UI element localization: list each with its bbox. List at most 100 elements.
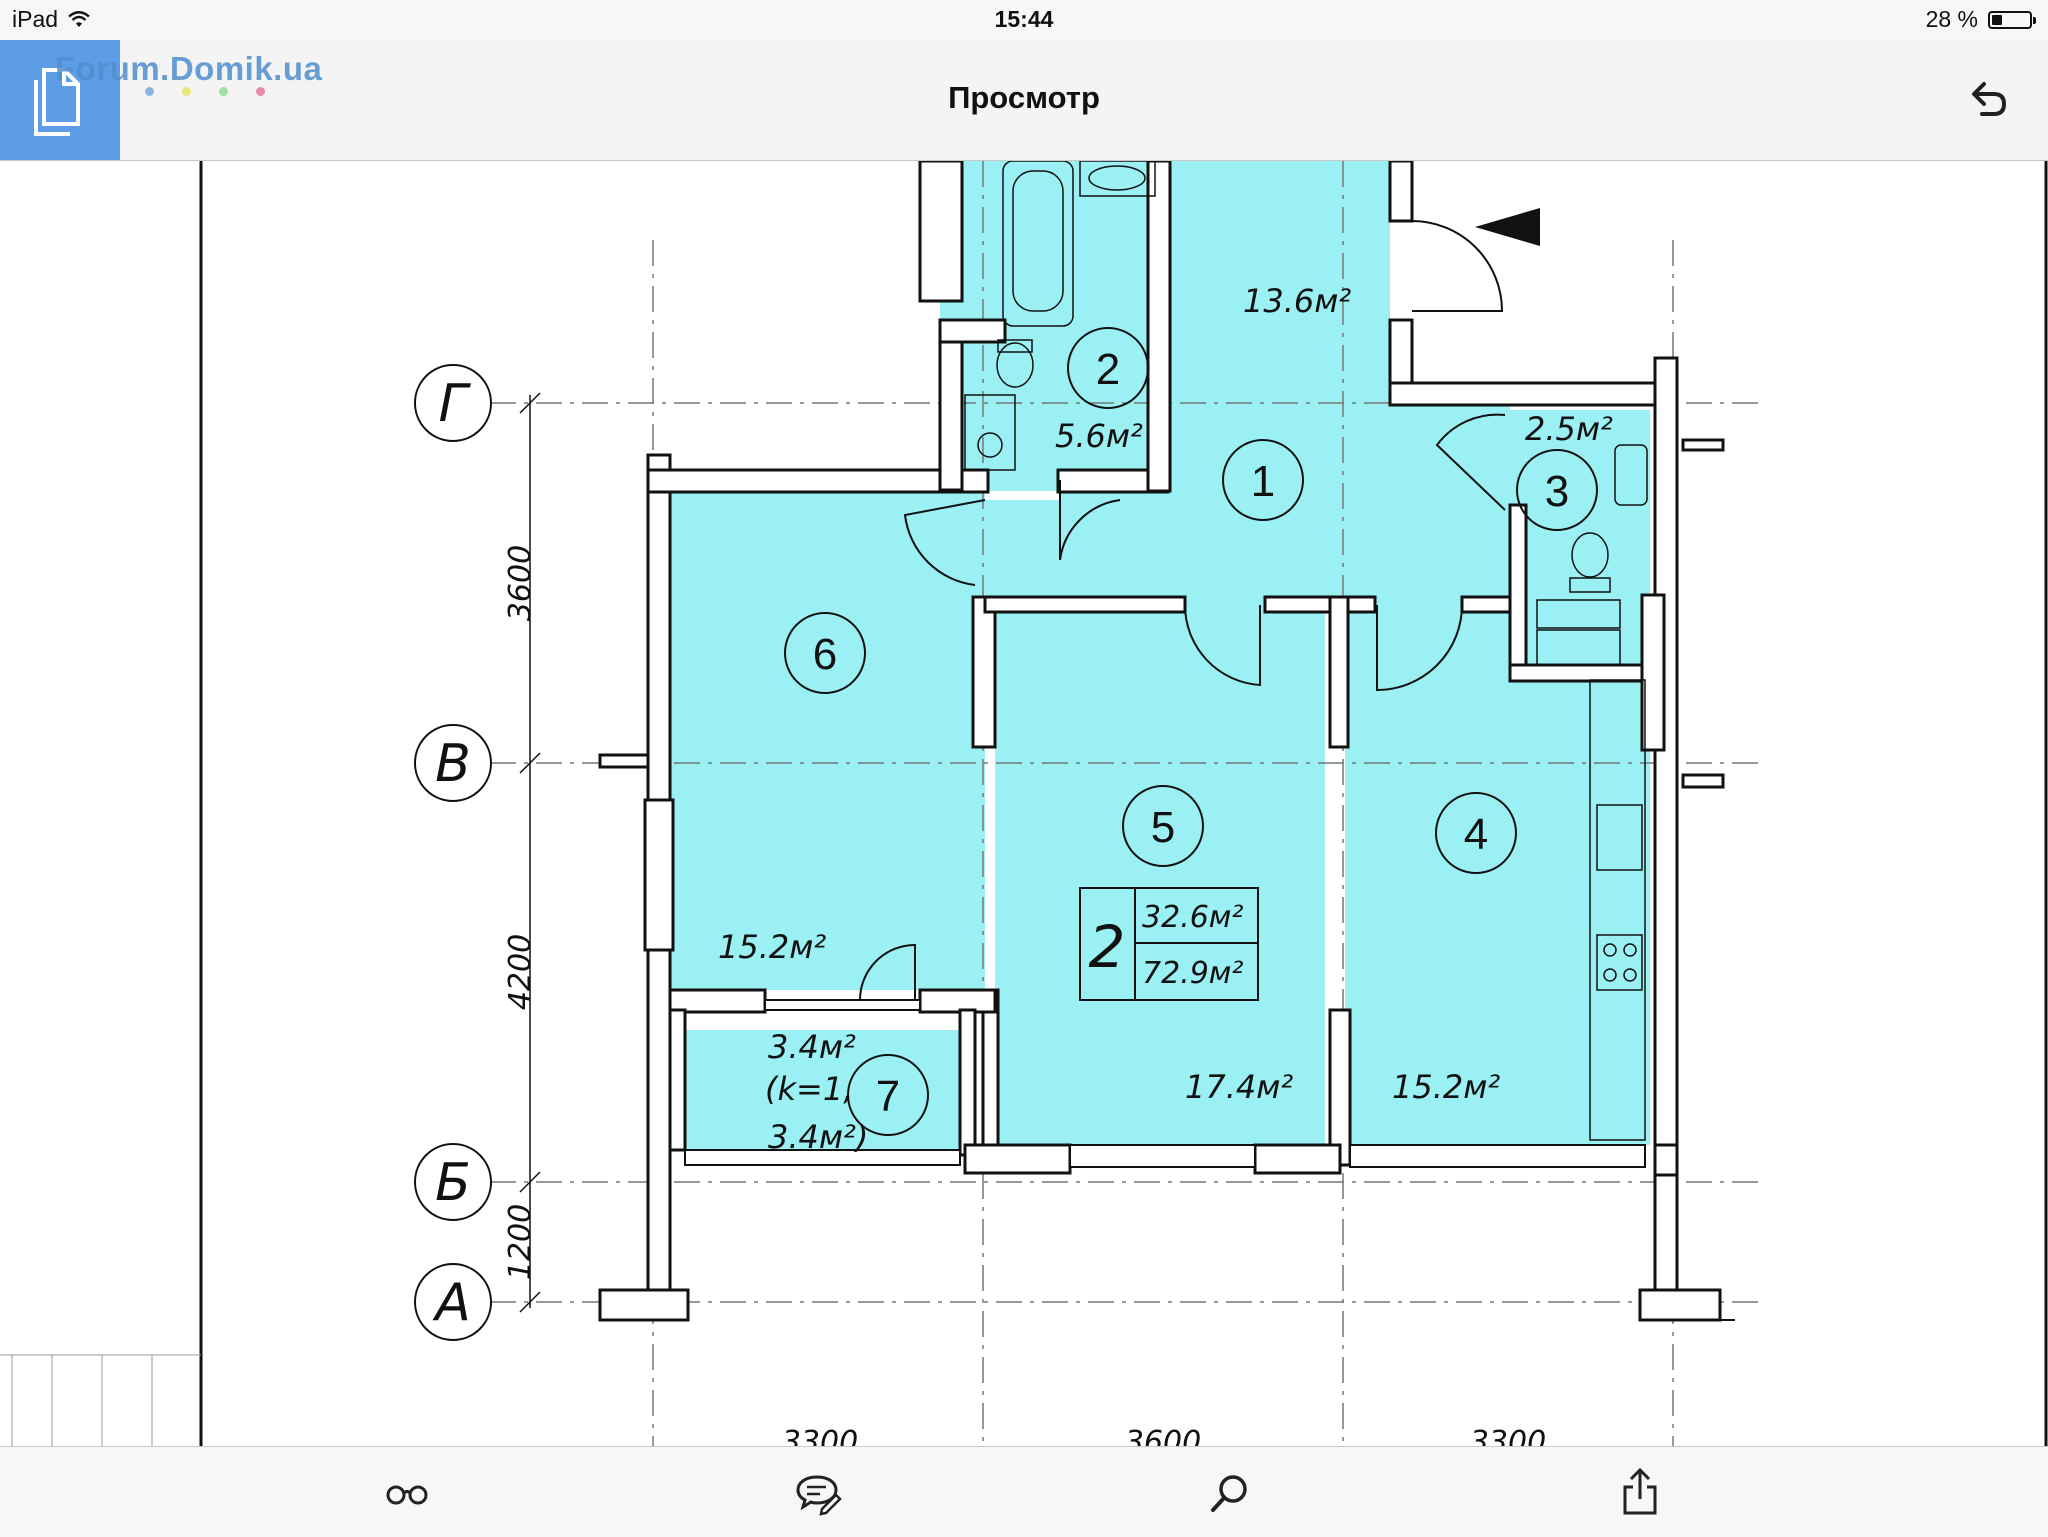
clock: 15:44 bbox=[994, 6, 1054, 32]
room-number: 3 bbox=[1545, 467, 1569, 516]
wall bbox=[1328, 595, 1350, 749]
device-name: iPad bbox=[12, 6, 59, 32]
undo-button[interactable] bbox=[1962, 76, 2010, 124]
axis-label: Б bbox=[435, 1153, 471, 1213]
balcony-note: 3.4м²) bbox=[768, 1118, 868, 1156]
room-bubble-2 bbox=[1067, 327, 1149, 409]
battery-icon bbox=[1988, 10, 2036, 29]
fixtures bbox=[964, 161, 1648, 1141]
dimension-label: 3600 bbox=[503, 545, 538, 621]
wifi-icon bbox=[68, 10, 90, 27]
door-swing bbox=[903, 499, 986, 586]
balcony-note: (k=1, bbox=[765, 1070, 853, 1108]
wall bbox=[1638, 1288, 1722, 1322]
room-bubble-1 bbox=[1222, 439, 1304, 521]
shelf bbox=[1536, 599, 1621, 629]
room-area: 17.4м² bbox=[1185, 1068, 1293, 1106]
wall bbox=[1640, 593, 1666, 752]
area-summary bbox=[1079, 887, 1259, 1001]
watermark-dot bbox=[145, 87, 154, 96]
wall bbox=[983, 595, 1187, 614]
documents-icon bbox=[34, 68, 80, 136]
dimension-label: 3300 bbox=[1470, 1425, 1546, 1446]
room-number: 2 bbox=[1096, 345, 1120, 394]
summary-rooms: 2 bbox=[1089, 913, 1126, 981]
wall bbox=[1388, 161, 1414, 223]
battery-percent: 28 % bbox=[1925, 6, 1978, 32]
wall bbox=[958, 1008, 977, 1157]
nav-bar: Forum.Domik.ua Просмотр bbox=[0, 40, 2048, 161]
room-5-fill bbox=[995, 605, 1325, 1145]
stove bbox=[1596, 934, 1643, 991]
door-swing bbox=[1183, 604, 1261, 687]
wall bbox=[1681, 438, 1725, 452]
room-area: 15.2м² bbox=[1392, 1068, 1500, 1106]
share-button[interactable] bbox=[1615, 1467, 1665, 1517]
watermark-dot bbox=[256, 87, 265, 96]
wall bbox=[1328, 1008, 1352, 1167]
sink bbox=[1596, 804, 1643, 871]
entrance-arrow bbox=[1475, 208, 1540, 246]
wall bbox=[938, 318, 964, 492]
wall bbox=[1681, 773, 1725, 789]
window bbox=[1349, 1144, 1646, 1168]
kitchen-counter bbox=[1589, 679, 1646, 1141]
room-number: 7 bbox=[876, 1072, 900, 1121]
watermark-dot bbox=[182, 87, 191, 96]
room-bubble-6 bbox=[784, 612, 866, 694]
room-area: 15.2м² bbox=[718, 928, 826, 966]
door-swing bbox=[1411, 220, 1504, 312]
wall bbox=[1653, 1143, 1679, 1177]
wall bbox=[1508, 503, 1528, 682]
wall bbox=[971, 595, 997, 749]
toilet bbox=[996, 342, 1034, 388]
battery-level bbox=[1992, 14, 2002, 25]
room-number: 6 bbox=[813, 630, 837, 679]
documents-button[interactable] bbox=[0, 40, 120, 160]
room-6-fill bbox=[670, 490, 985, 990]
undo-icon bbox=[1972, 82, 2007, 116]
search-button[interactable] bbox=[1205, 1467, 1255, 1517]
room-fills bbox=[670, 161, 1650, 1150]
room-1-fill bbox=[985, 161, 1650, 605]
axis-bubble-b bbox=[414, 1143, 492, 1221]
window bbox=[764, 999, 921, 1011]
axis-bubble-v bbox=[414, 724, 492, 802]
door-swing bbox=[859, 943, 916, 1001]
door-swing bbox=[1435, 413, 1506, 511]
wall bbox=[646, 468, 990, 494]
room-7-fill bbox=[685, 1030, 960, 1150]
watermark-dot bbox=[219, 87, 228, 96]
search-icon bbox=[1211, 1475, 1247, 1512]
axis-bubble-a bbox=[414, 1263, 492, 1341]
room-area: 2.5м² bbox=[1525, 410, 1613, 448]
washbasin bbox=[1079, 161, 1156, 197]
door-swing bbox=[1059, 480, 1121, 561]
annotate-button[interactable] bbox=[792, 1467, 842, 1517]
room-number: 1 bbox=[1251, 457, 1275, 506]
thumbnail-strip bbox=[0, 1354, 201, 1446]
room-4-fill bbox=[1345, 605, 1650, 1145]
windows bbox=[684, 999, 1735, 1321]
wall bbox=[963, 1143, 1072, 1175]
room-area: 5.6м² bbox=[1055, 417, 1143, 455]
reading-mode-button[interactable] bbox=[382, 1467, 432, 1517]
walls bbox=[598, 161, 1725, 1322]
small-basin bbox=[1614, 444, 1648, 506]
floor-plan: Г В Б А 3600 4200 1200 3300 3600 3300 1 … bbox=[0, 161, 2048, 1446]
room-bubbles bbox=[784, 327, 1598, 1136]
doors bbox=[859, 220, 1506, 1001]
room-number: 5 bbox=[1151, 803, 1175, 852]
summary-total-area: 72.9м² bbox=[1142, 956, 1243, 991]
room-3-fill bbox=[1510, 410, 1650, 660]
document-view[interactable]: Г В Б А 3600 4200 1200 3300 3600 3300 1 … bbox=[0, 161, 2048, 1446]
status-bar: iPad 15:44 28 % bbox=[0, 0, 2048, 40]
bottom-toolbar bbox=[0, 1446, 2048, 1537]
axis-bubbles bbox=[414, 364, 492, 1341]
axis-label: Г bbox=[439, 374, 472, 434]
summary-living-area: 32.6м² bbox=[1142, 900, 1243, 935]
page-title: Просмотр bbox=[948, 80, 1100, 115]
room-bubble-5 bbox=[1122, 785, 1204, 867]
watermark-dots bbox=[145, 87, 265, 96]
wall bbox=[918, 161, 964, 303]
